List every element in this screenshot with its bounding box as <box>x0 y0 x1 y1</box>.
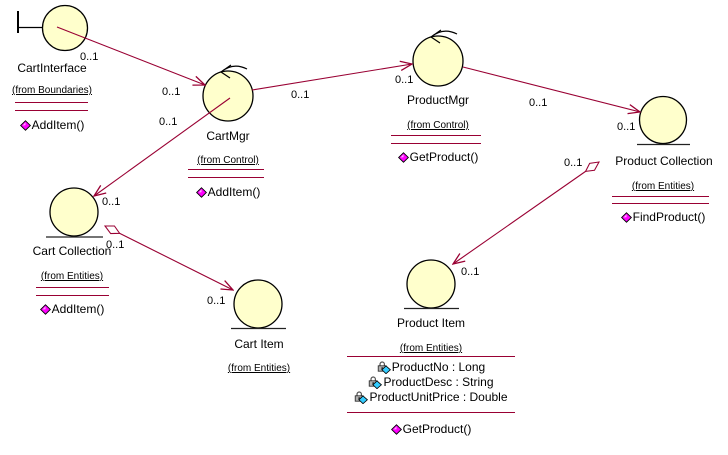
multiplicity-label[interactable]: 0..1 <box>291 89 310 101</box>
compartment-divider <box>36 287 109 288</box>
private-attribute-icon <box>355 391 369 404</box>
attribute-label: ProductUnitPrice : Double <box>369 390 508 404</box>
private-attribute-icon <box>377 361 391 374</box>
class-name-productmgr[interactable]: ProductMgr <box>406 93 470 107</box>
operation-row[interactable]: GetProduct() <box>391 151 485 164</box>
compartment-divider <box>391 143 481 144</box>
multiplicity-label[interactable]: 0..1 <box>102 196 121 208</box>
control-circle[interactable] <box>202 70 254 122</box>
class-node-cartinterface[interactable] <box>17 4 89 52</box>
compartment-divider <box>188 177 264 178</box>
operation-label: AddItem() <box>51 302 105 316</box>
attribute-row[interactable]: ProductNo : Long <box>340 361 522 374</box>
compartment-divider <box>188 169 264 170</box>
compartment-divider <box>347 356 515 357</box>
class-node-cart-item[interactable] <box>231 279 286 330</box>
compartment-divider <box>347 412 515 413</box>
attribute-label: ProductNo : Long <box>391 360 486 374</box>
public-operation-icon <box>39 304 51 315</box>
compartment-divider <box>36 295 109 296</box>
control-icon <box>220 64 248 79</box>
class-name-cartmgr[interactable]: CartMgr <box>206 129 250 143</box>
compartment-divider <box>612 203 709 204</box>
private-attribute-icon <box>369 376 383 389</box>
multiplicity-label[interactable]: 0..1 <box>564 157 583 169</box>
operation-row[interactable]: FindProduct() <box>613 211 713 224</box>
multiplicity-label[interactable]: 0..1 <box>617 121 636 133</box>
package-label: (from Control) <box>407 120 469 131</box>
compartment-divider <box>15 110 88 111</box>
association-cartinterface-cartmgr[interactable] <box>56 26 205 85</box>
multiplicity-label[interactable]: 0..1 <box>529 97 548 109</box>
control-circle[interactable] <box>412 35 464 87</box>
package-label: (from Entities) <box>227 363 291 374</box>
compartment-divider <box>15 102 88 103</box>
boundary-circle[interactable] <box>41 4 89 52</box>
association-cartmgr-productmgr[interactable] <box>251 64 412 91</box>
entity-circle[interactable] <box>406 259 456 309</box>
package-label: (from Boundaries) <box>11 85 93 96</box>
package-label: (from Entities) <box>631 181 695 192</box>
attribute-label: ProductDesc : String <box>383 375 494 389</box>
class-node-cart-collection[interactable] <box>46 187 103 238</box>
class-node-product-collection[interactable] <box>637 95 690 146</box>
entity-circle[interactable] <box>638 95 688 145</box>
package-label: (from Entities) <box>399 343 463 354</box>
class-node-productmgr[interactable] <box>412 29 464 87</box>
class-name-product-collection[interactable]: Product Collection <box>615 154 713 168</box>
package-label: (from Entities) <box>40 271 104 282</box>
operation-label: GetProduct() <box>409 150 479 164</box>
entity-circle[interactable] <box>233 279 283 329</box>
public-operation-icon <box>195 187 207 198</box>
package-label: (from Control) <box>197 155 259 166</box>
multiplicity-label[interactable]: 0..1 <box>207 295 226 307</box>
attribute-row[interactable]: ProductDesc : String <box>340 376 522 389</box>
multiplicity-label[interactable]: 0..1 <box>159 116 178 128</box>
entity-circle[interactable] <box>49 187 99 237</box>
multiplicity-label[interactable]: 0..1 <box>80 51 99 63</box>
operation-row[interactable]: GetProduct() <box>385 423 477 436</box>
aggregation-productcollection-productitem[interactable] <box>453 162 599 264</box>
compartment-divider <box>391 135 481 136</box>
class-node-product-item[interactable] <box>404 259 459 310</box>
operation-label: GetProduct() <box>402 422 472 436</box>
operation-row[interactable]: AddItem() <box>186 186 270 199</box>
compartment-divider <box>612 196 709 197</box>
multiplicity-label[interactable]: 0..1 <box>461 266 480 278</box>
association-cartmgr-cartcollection[interactable] <box>94 97 231 196</box>
public-operation-icon <box>397 152 409 163</box>
class-name-cart-item[interactable]: Cart Item <box>234 337 284 351</box>
multiplicity-label[interactable]: 0..1 <box>395 74 414 86</box>
control-icon <box>430 29 458 44</box>
public-operation-icon <box>390 424 402 435</box>
multiplicity-label[interactable]: 0..1 <box>106 239 125 251</box>
operation-label: AddItem() <box>207 185 261 199</box>
public-operation-icon <box>19 120 31 131</box>
operation-row[interactable]: AddItem() <box>27 303 117 316</box>
aggregation-cartcollection-cartitem[interactable] <box>105 226 233 290</box>
attribute-row[interactable]: ProductUnitPrice : Double <box>340 391 522 404</box>
multiplicity-label[interactable]: 0..1 <box>162 86 181 98</box>
operation-label: FindProduct() <box>632 210 706 224</box>
public-operation-icon <box>620 212 632 223</box>
operation-label: AddItem() <box>31 118 85 132</box>
class-name-product-item[interactable]: Product Item <box>396 316 466 330</box>
operation-row[interactable]: AddItem() <box>6 119 98 132</box>
class-name-cart-collection[interactable]: Cart Collection <box>32 244 112 258</box>
association-productmgr-productcollection[interactable] <box>462 66 640 112</box>
class-name-cartinterface[interactable]: CartInterface <box>17 61 87 75</box>
